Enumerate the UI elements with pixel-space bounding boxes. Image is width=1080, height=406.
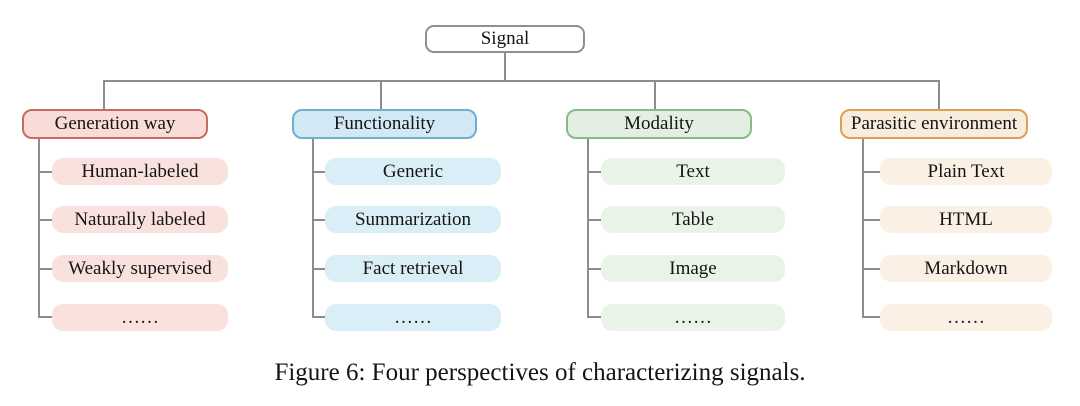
connector-tick <box>38 316 53 318</box>
category-header-modality: Modality <box>566 109 752 139</box>
connector-drop-generation-way <box>103 80 105 110</box>
connector-tick <box>862 268 881 270</box>
connector-drop-parasitic-environment <box>938 80 940 110</box>
connector-top-bar <box>103 80 939 82</box>
connector-tick <box>38 219 53 221</box>
connector-spine-parasitic-environment <box>862 139 864 317</box>
leaf-node-image: Image <box>601 255 785 282</box>
connector-tick <box>862 171 881 173</box>
connector-spine-generation-way <box>38 139 40 317</box>
leaf-node-text: Text <box>601 158 785 185</box>
leaf-node-modality-ellipsis: …… <box>601 304 785 331</box>
leaf-node-html: HTML <box>880 206 1052 233</box>
leaf-node-fact-retrieval: Fact retrieval <box>325 255 501 282</box>
leaf-node-generation-way-ellipsis: …… <box>52 304 228 331</box>
connector-tick <box>587 171 602 173</box>
connector-tick <box>312 219 326 221</box>
connector-tick <box>587 268 602 270</box>
leaf-node-markdown: Markdown <box>880 255 1052 282</box>
connector-drop-functionality <box>380 80 382 110</box>
root-node-signal: Signal <box>425 25 585 53</box>
leaf-node-generic: Generic <box>325 158 501 185</box>
connector-tick <box>587 219 602 221</box>
leaf-node-functionality-ellipsis: …… <box>325 304 501 331</box>
leaf-node-naturally-labeled: Naturally labeled <box>52 206 228 233</box>
category-header-functionality: Functionality <box>292 109 477 139</box>
connector-tick <box>862 316 881 318</box>
connector-spine-modality <box>587 139 589 317</box>
connector-tick <box>38 268 53 270</box>
connector-tick <box>38 171 53 173</box>
leaf-node-table: Table <box>601 206 785 233</box>
connector-tick <box>862 219 881 221</box>
figure-caption: Figure 6: Four perspectives of character… <box>274 359 806 386</box>
connector-root-stem <box>504 53 506 81</box>
connector-tick <box>587 316 602 318</box>
leaf-node-summarization: Summarization <box>325 206 501 233</box>
connector-tick <box>312 268 326 270</box>
leaf-node-weakly-supervised: Weakly supervised <box>52 255 228 282</box>
connector-drop-modality <box>654 80 656 110</box>
leaf-node-plain-text: Plain Text <box>880 158 1052 185</box>
category-header-generation-way: Generation way <box>22 109 208 139</box>
connector-tick <box>312 316 326 318</box>
leaf-node-human-labeled: Human-labeled <box>52 158 228 185</box>
connector-tick <box>312 171 326 173</box>
leaf-node-parasitic-ellipsis: …… <box>880 304 1052 331</box>
connector-spine-functionality <box>312 139 314 317</box>
category-header-parasitic-environment: Parasitic environment <box>840 109 1028 139</box>
